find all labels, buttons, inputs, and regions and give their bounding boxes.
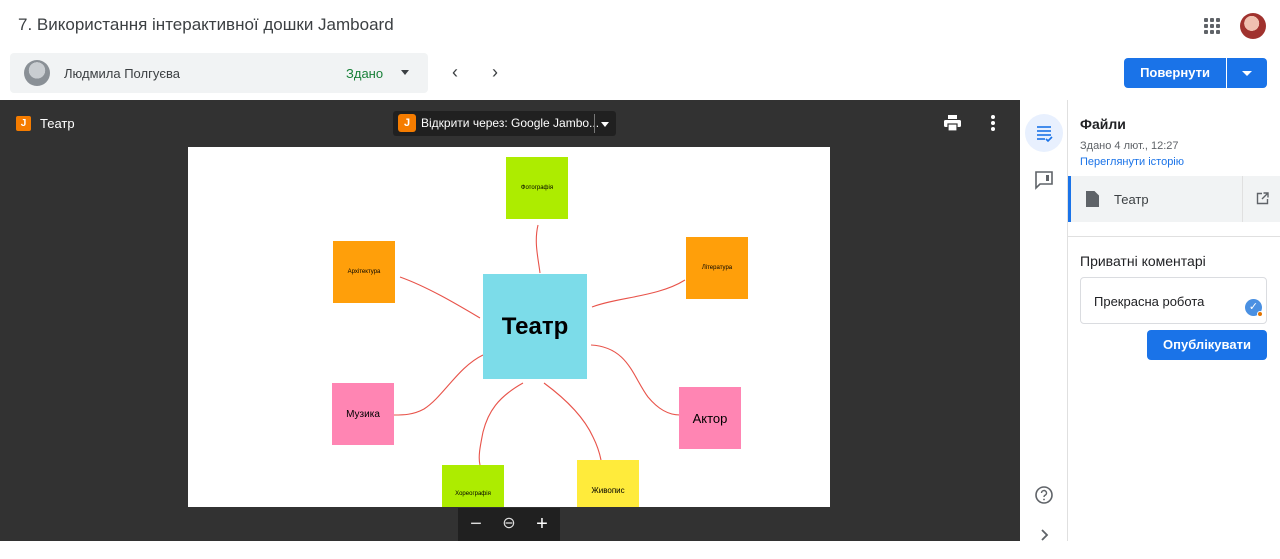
private-comment-input[interactable]: Прекрасна робота ✓ xyxy=(1080,277,1267,324)
submission-status: Здано xyxy=(346,66,384,81)
attached-file-name: Театр xyxy=(1114,192,1149,207)
jamboard-canvas: Фотографія Архітектура Література Театр … xyxy=(188,147,830,507)
help-icon xyxy=(1035,486,1053,504)
connector-lines xyxy=(393,224,686,466)
file-icon xyxy=(1086,191,1099,207)
expand-panel-button[interactable] xyxy=(1025,516,1063,554)
more-vert-icon[interactable] xyxy=(991,115,995,131)
assignment-list-icon xyxy=(1037,126,1053,143)
page-title: 7. Використання інтерактивної дошки Jamb… xyxy=(18,15,394,34)
open-with-label: Відкрити через: Google Jambo... xyxy=(421,116,600,130)
print-icon[interactable] xyxy=(944,115,961,131)
jamboard-app-icon: J xyxy=(398,114,416,132)
submission-time: Здано 4 лют., 12:27 xyxy=(1080,140,1179,152)
private-comments-heading: Приватні коментарі xyxy=(1080,253,1206,269)
assignment-details-button[interactable] xyxy=(1025,114,1063,152)
chevron-down-icon[interactable] xyxy=(401,70,409,75)
file-viewer: J Театр J Відкрити через: Google Jambo..… xyxy=(0,100,1020,541)
sticky-note: Актор xyxy=(679,387,741,449)
help-button[interactable] xyxy=(1025,476,1063,514)
comments-button[interactable] xyxy=(1025,160,1063,198)
zoom-out-icon[interactable]: − xyxy=(470,513,482,535)
publish-button[interactable]: Опублікувати xyxy=(1147,330,1267,360)
divider xyxy=(1068,236,1280,237)
sticky-note: Фотографія xyxy=(506,157,568,219)
previous-student-icon[interactable]: ‹ xyxy=(452,62,458,82)
chevron-down-icon[interactable] xyxy=(601,122,609,127)
return-button[interactable]: Повернути xyxy=(1124,58,1226,88)
divider xyxy=(594,114,595,133)
attached-file[interactable]: Театр xyxy=(1068,176,1280,222)
details-panel: Файли Здано 4 лют., 12:27 Переглянути іс… xyxy=(1068,100,1280,541)
sticky-note: Музика xyxy=(332,383,394,445)
top-bar: 7. Використання інтерактивної дошки Jamb… xyxy=(0,0,1280,52)
comment-input-value: Прекрасна робота xyxy=(1094,294,1205,309)
sticky-note: Живопис xyxy=(577,460,639,507)
sticky-note: Література xyxy=(686,237,748,299)
side-rail xyxy=(1020,100,1068,541)
open-with-button[interactable]: J Відкрити через: Google Jambo... xyxy=(393,111,616,136)
chevron-right-icon xyxy=(1041,529,1049,541)
status-dot-icon xyxy=(1257,311,1263,317)
apps-grid-icon[interactable] xyxy=(1204,18,1220,34)
divider xyxy=(1242,176,1243,222)
sticky-note-text: Живопис xyxy=(591,486,625,495)
sticky-note-text: Хореографія xyxy=(455,491,491,497)
zoom-controls: − ⊖ + xyxy=(458,508,560,541)
next-student-icon[interactable]: › xyxy=(492,62,498,82)
sticky-note: Архітектура xyxy=(333,241,395,303)
return-menu-button[interactable] xyxy=(1227,58,1267,88)
view-history-link[interactable]: Переглянути історію xyxy=(1080,156,1185,168)
jamboard-file-icon: J xyxy=(16,116,31,131)
viewer-file-name: Театр xyxy=(40,116,75,131)
student-name: Людмила Полгуєва xyxy=(64,66,180,81)
central-sticky-note: Театр xyxy=(483,274,587,379)
comment-icon xyxy=(1035,171,1053,190)
account-avatar-icon[interactable] xyxy=(1240,13,1266,39)
zoom-in-icon[interactable]: + xyxy=(536,513,548,535)
student-avatar xyxy=(24,60,50,86)
open-in-new-icon[interactable] xyxy=(1256,192,1269,205)
sticky-note: Хореографія xyxy=(442,465,504,507)
zoom-reset-icon[interactable]: ⊖ xyxy=(502,515,516,532)
files-heading: Файли xyxy=(1080,116,1126,132)
student-selector[interactable]: Людмила Полгуєва Здано xyxy=(10,53,428,93)
chevron-down-icon xyxy=(1242,71,1252,76)
